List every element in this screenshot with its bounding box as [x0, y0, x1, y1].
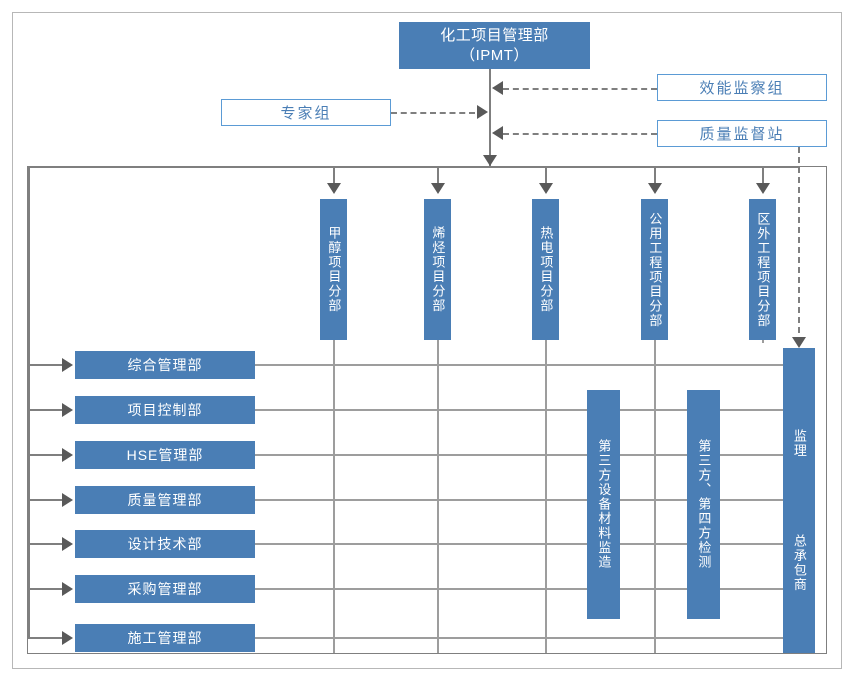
dashed-arrow-quality-to-trunk [492, 126, 503, 140]
box-department-procurement-label: 采购管理部 [127, 581, 203, 597]
drop-arrow-division-5 [756, 183, 770, 194]
department-branch-arrow-2 [62, 403, 73, 417]
box-department-procurement[interactable]: 采购管理部 [75, 575, 255, 603]
box-division-utility-engineering-label: 公用工程项目分部 [647, 211, 663, 328]
column-line-division-2 [437, 340, 439, 653]
dashed-arrow-efficiency-to-trunk [492, 81, 503, 95]
drop-line-division-3 [545, 166, 547, 191]
box-supervisor-segment: 监理 [783, 408, 815, 478]
box-division-methanol[interactable]: 甲醇项目分部 [320, 199, 347, 340]
column-line-division-3 [545, 340, 547, 653]
box-third-fourth-party-testing-label: 第三方、第四方检测 [696, 439, 712, 570]
box-third-party-equipment-inspection[interactable]: 第三方设备材料监造 [587, 390, 620, 619]
trunk-arrow-ipmt [483, 155, 497, 166]
dashed-line-quality-to-contractor [798, 147, 800, 343]
drop-line-division-1 [333, 166, 335, 191]
box-department-construction[interactable]: 施工管理部 [75, 624, 255, 652]
dashed-line-quality-to-trunk [503, 133, 657, 135]
box-supervisor-contractor-column[interactable]: 监理 总承包商 [783, 348, 815, 653]
department-branch-arrow-4 [62, 493, 73, 507]
box-department-quality-management-label: 质量管理部 [127, 492, 203, 508]
box-efficiency-supervision-group-label: 效能监察组 [699, 80, 785, 97]
grid-row-line-6 [255, 588, 801, 590]
grid-row-line-4 [255, 499, 801, 501]
grid-row-line-3 [255, 454, 801, 456]
box-department-general-management-label: 综合管理部 [127, 357, 203, 373]
box-ipmt-line1: 化工项目管理部 [440, 26, 549, 44]
box-division-offsite-engineering[interactable]: 区外工程项目分部 [749, 199, 776, 340]
box-expert-group[interactable]: 专家组 [221, 99, 391, 126]
grid-row-line-1 [255, 364, 801, 366]
box-division-offsite-engineering-label: 区外工程项目分部 [755, 211, 771, 328]
column-line-division-5 [762, 340, 764, 343]
drop-arrow-division-2 [431, 183, 445, 194]
drop-line-division-5 [762, 166, 764, 191]
distribution-bus-line [28, 166, 798, 168]
box-division-utility-engineering[interactable]: 公用工程项目分部 [641, 199, 668, 340]
box-division-thermal-power-label: 热电项目分部 [538, 226, 554, 313]
drop-arrow-division-3 [539, 183, 553, 194]
box-department-hse-label: HSE管理部 [126, 447, 204, 463]
box-department-design-technology[interactable]: 设计技术部 [75, 530, 255, 558]
box-department-hse[interactable]: HSE管理部 [75, 441, 255, 469]
box-department-project-control[interactable]: 项目控制部 [75, 396, 255, 424]
box-expert-group-label: 专家组 [280, 105, 332, 122]
box-general-contractor-segment: 总承包商 [783, 508, 815, 618]
department-spine-line [28, 166, 30, 639]
department-branch-arrow-1 [62, 358, 73, 372]
department-branch-arrow-7 [62, 631, 73, 645]
dashed-line-efficiency-to-trunk [503, 88, 657, 90]
box-division-olefin[interactable]: 烯烃项目分部 [424, 199, 451, 340]
box-ipmt[interactable]: 化工项目管理部 （IPMT） [399, 22, 590, 69]
department-branch-line-5 [28, 543, 64, 545]
box-department-project-control-label: 项目控制部 [127, 402, 203, 418]
grid-row-line-2 [255, 409, 801, 411]
page-border [12, 12, 842, 669]
grid-row-line-7 [255, 637, 801, 639]
department-branch-arrow-5 [62, 537, 73, 551]
box-quality-supervision-station[interactable]: 质量监督站 [657, 120, 827, 147]
box-division-olefin-label: 烯烃项目分部 [430, 226, 446, 313]
grid-row-line-5 [255, 543, 801, 545]
box-department-general-management[interactable]: 综合管理部 [75, 351, 255, 379]
box-general-contractor-label: 总承包商 [791, 534, 807, 592]
department-branch-line-4 [28, 499, 64, 501]
drop-line-division-4 [654, 166, 656, 191]
department-branch-arrow-3 [62, 448, 73, 462]
column-line-division-4 [654, 340, 656, 653]
box-quality-supervision-station-label: 质量监督站 [699, 126, 785, 143]
trunk-line-ipmt [489, 69, 491, 166]
box-division-methanol-label: 甲醇项目分部 [326, 226, 342, 313]
box-department-construction-label: 施工管理部 [127, 630, 203, 646]
department-branch-line-6 [28, 588, 64, 590]
department-branch-line-3 [28, 454, 64, 456]
department-branch-line-7 [28, 637, 64, 639]
box-third-party-equipment-inspection-label: 第三方设备材料监造 [596, 439, 612, 570]
box-efficiency-supervision-group[interactable]: 效能监察组 [657, 74, 827, 101]
box-ipmt-line2: （IPMT） [460, 46, 529, 64]
box-department-design-technology-label: 设计技术部 [127, 536, 203, 552]
box-supervisor-label: 监理 [791, 428, 807, 458]
dashed-arrow-expert-to-trunk [477, 105, 488, 119]
box-department-quality-management[interactable]: 质量管理部 [75, 486, 255, 514]
department-branch-line-2 [28, 409, 64, 411]
column-line-division-1 [333, 340, 335, 653]
dashed-line-expert-to-trunk [391, 112, 475, 114]
department-branch-line-1 [28, 364, 64, 366]
dashed-arrow-quality-to-contractor [792, 337, 806, 348]
drop-arrow-division-1 [327, 183, 341, 194]
drop-arrow-division-4 [648, 183, 662, 194]
department-branch-arrow-6 [62, 582, 73, 596]
box-third-fourth-party-testing[interactable]: 第三方、第四方检测 [687, 390, 720, 619]
box-division-thermal-power[interactable]: 热电项目分部 [532, 199, 559, 340]
drop-line-division-2 [437, 166, 439, 191]
